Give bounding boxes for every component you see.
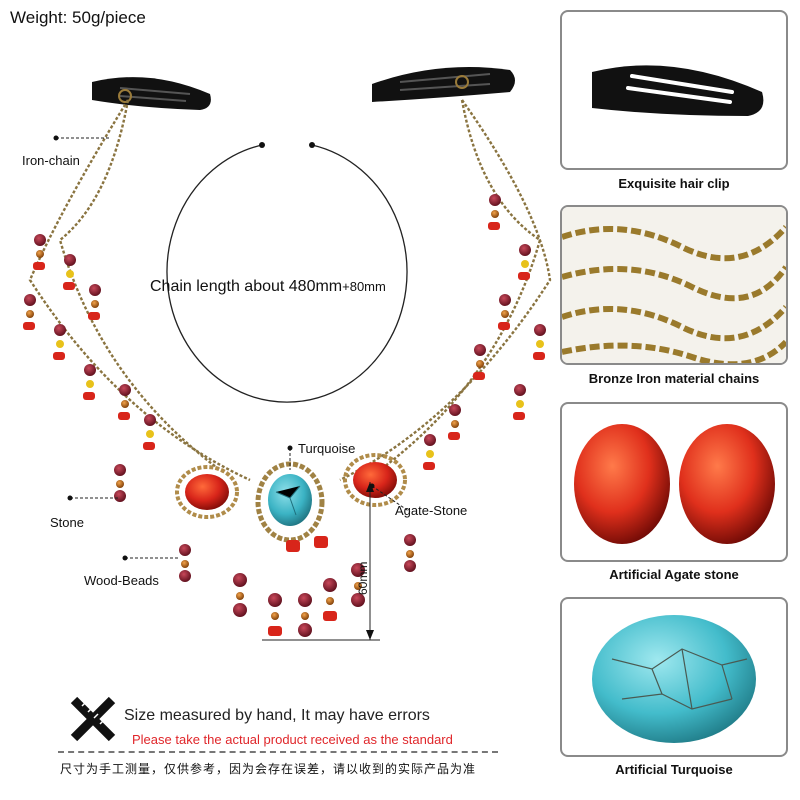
agate-stone-label: Agate-Stone (395, 503, 468, 518)
ruler-cross-icon (70, 696, 116, 742)
bead-dangles-left (23, 234, 191, 582)
turquoise-label: Turquoise (298, 441, 356, 456)
hair-clip-icon (592, 65, 764, 116)
agate-caption: Artificial Agate stone (609, 567, 739, 582)
chain-length-extra: +80mm (342, 279, 386, 294)
chain-icon (562, 207, 786, 363)
height-label: 60mm (356, 561, 370, 595)
hair-clip-panel (560, 10, 788, 170)
turquoise-caption: Artificial Turquoise (615, 762, 733, 777)
hair-clip-caption: Exquisite hair clip (618, 176, 730, 191)
stone-label: Stone (50, 515, 84, 530)
iron-chain-label: Iron-chain (22, 153, 80, 168)
agate-right-pendant (343, 453, 407, 507)
disclaimer-divider (58, 751, 498, 753)
center-dangles (233, 536, 365, 637)
weight-label: Weight: 50g/piece (10, 8, 146, 27)
turquoise-stone-icon (592, 615, 756, 743)
hair-clip-left (92, 77, 211, 110)
agate-stones-icon (574, 424, 775, 544)
disclaimer-line-2: Please take the actual product received … (132, 732, 453, 747)
bead-dangles-right (404, 194, 546, 572)
turquoise-pendant (255, 461, 325, 543)
chain-length-circle (166, 144, 408, 403)
agate-panel (560, 402, 788, 562)
chain-caption: Bronze Iron material chains (588, 371, 760, 386)
chain-panel (560, 205, 788, 365)
turquoise-panel (560, 597, 788, 757)
agate-left-pendant (175, 465, 239, 519)
disclaimer-line-1: Size measured by hand, It may have error… (124, 707, 430, 724)
disclaimer-line-3: 尺寸为手工测量，仅供参考，因为会存在误差，请以收到的实际产品为准 (60, 762, 477, 776)
chain-length-label: Chain length about 480mm+80mm (150, 278, 386, 295)
hair-clip-right (372, 67, 515, 102)
product-illustration (23, 67, 552, 641)
wood-beads-label: Wood-Beads (84, 573, 159, 588)
